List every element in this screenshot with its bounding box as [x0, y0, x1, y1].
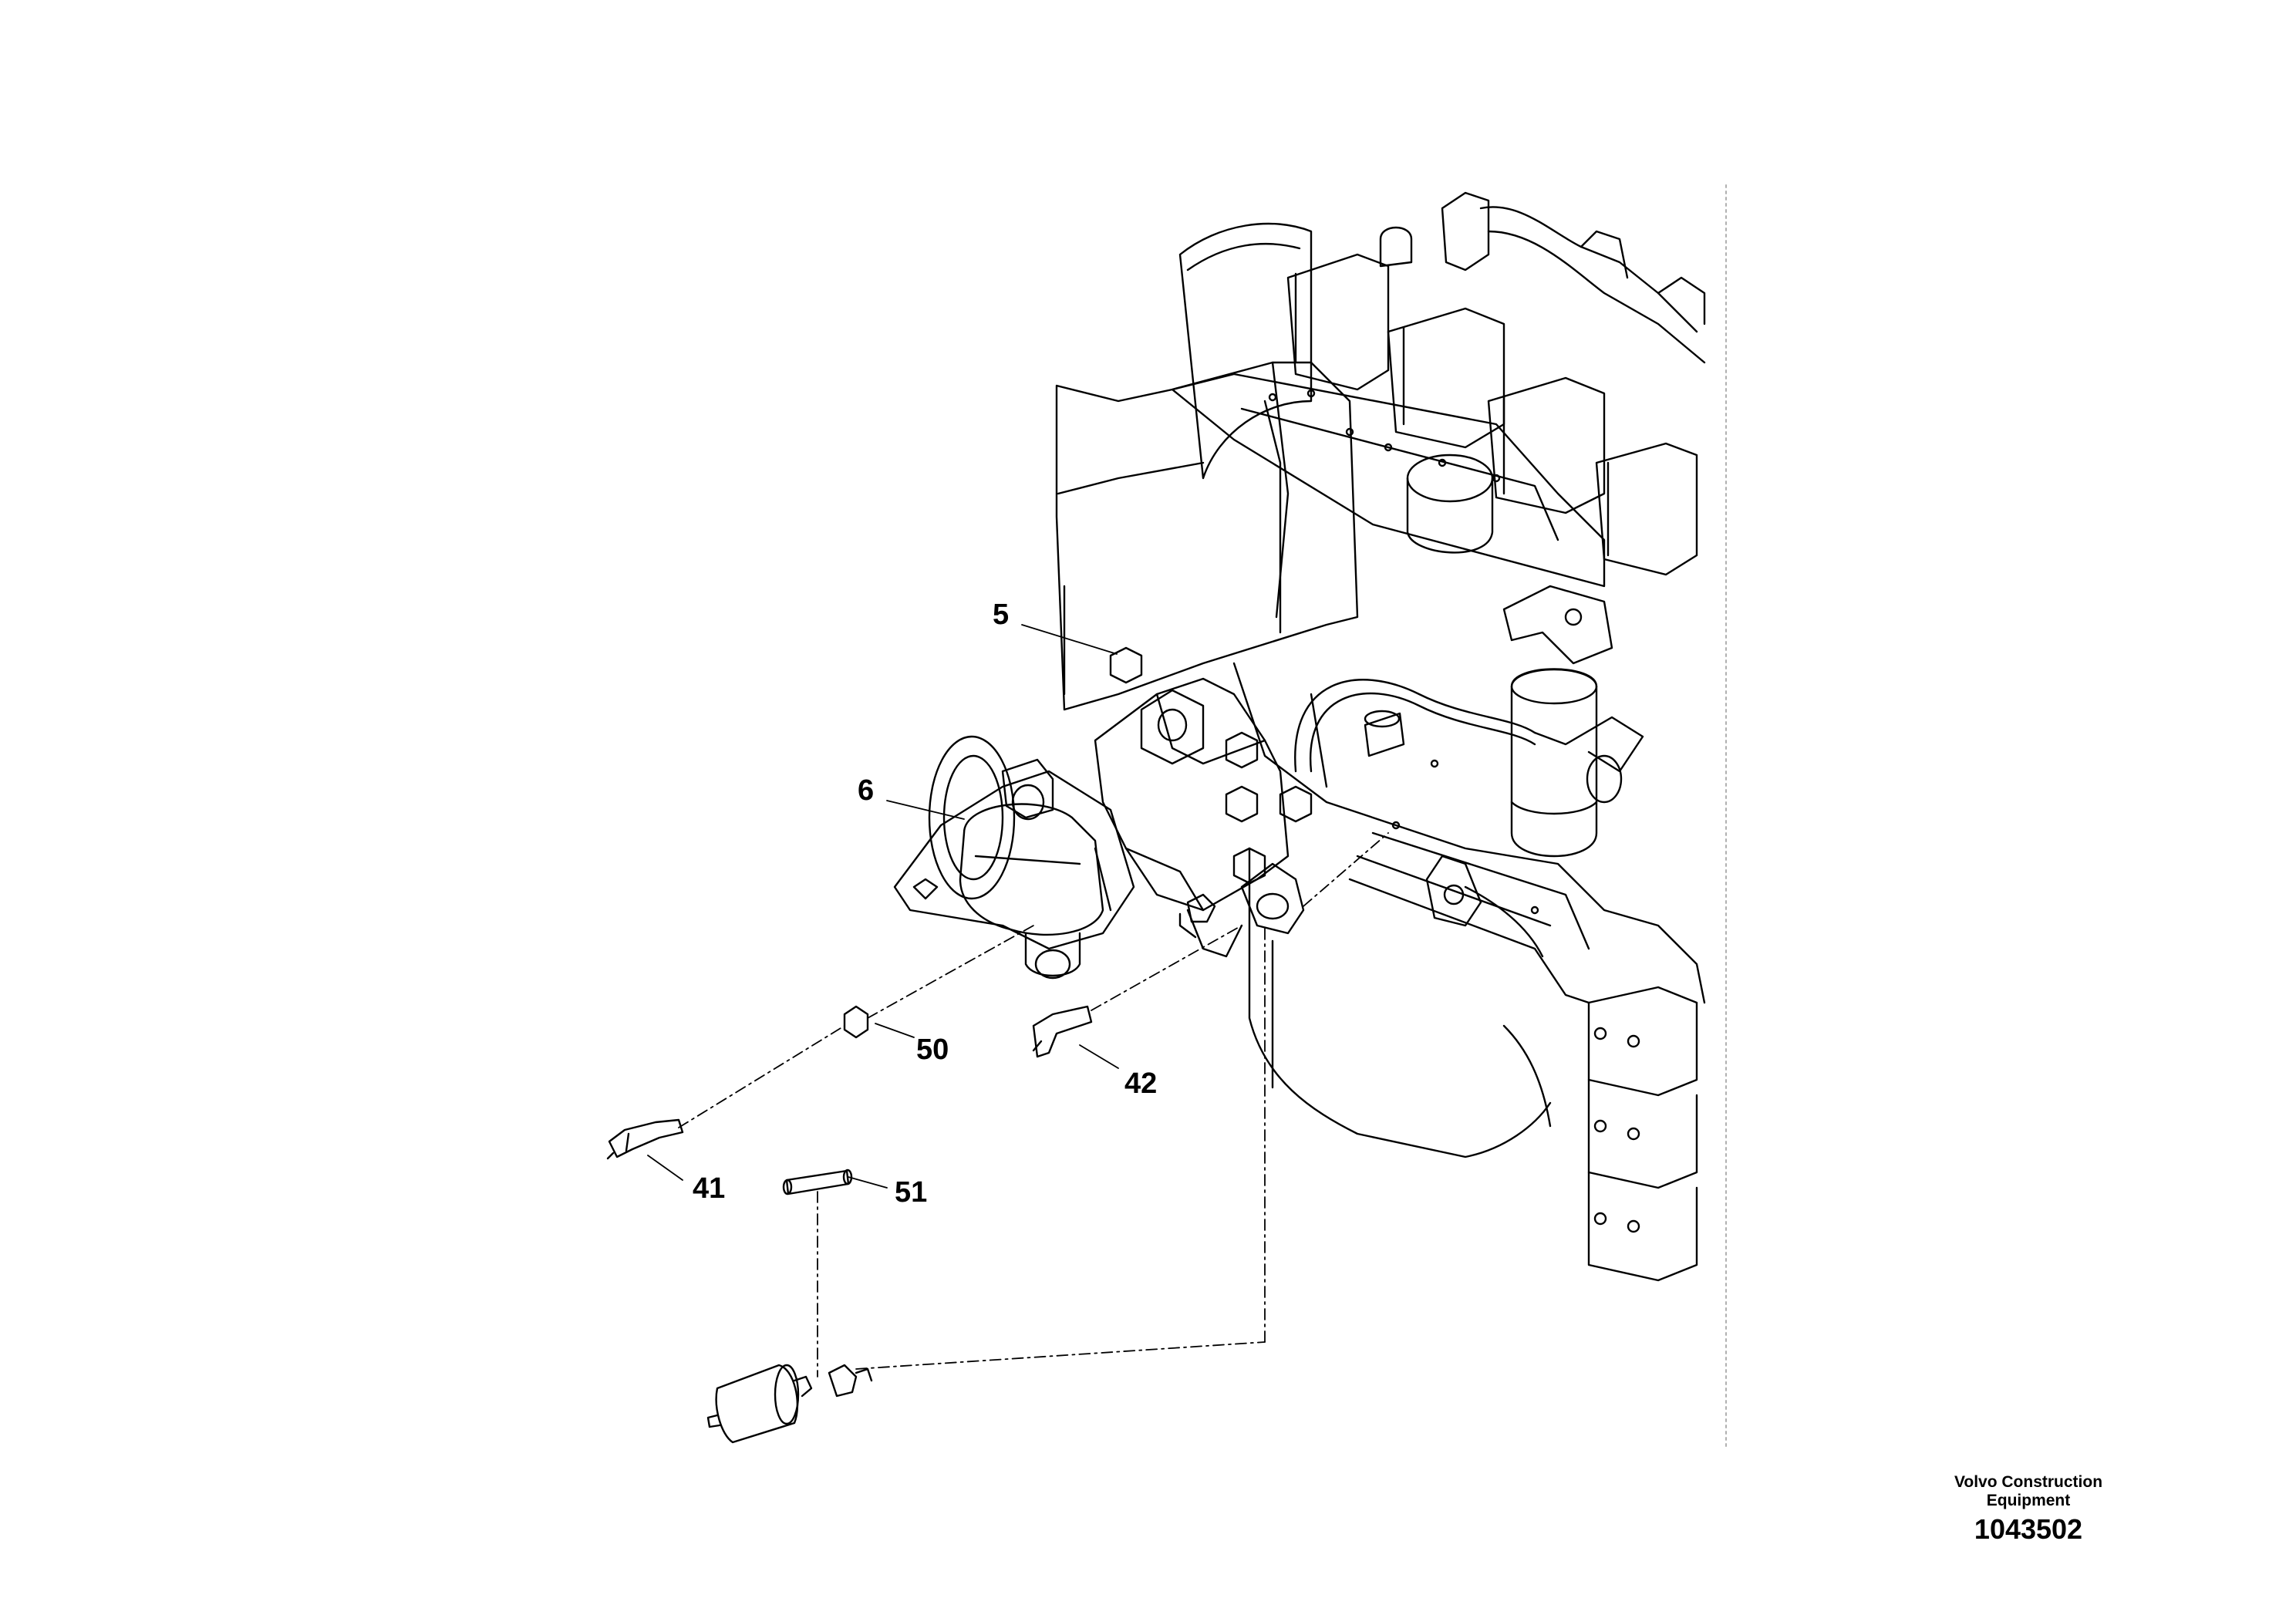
- drawing-number: 1043502: [1974, 1513, 2083, 1545]
- brand-line-2: Equipment: [1986, 1492, 2071, 1510]
- alternator-assembly: [893, 646, 1405, 980]
- part-51: [785, 1169, 850, 1195]
- callout-6: 6: [858, 774, 875, 807]
- callout-5: 5: [993, 599, 1010, 631]
- callout-42: 42: [1124, 1067, 1158, 1100]
- brand-line-1: Volvo Construction: [1954, 1473, 2103, 1491]
- leader-lines: [647, 624, 1119, 1189]
- engine-block: [1055, 191, 1706, 1282]
- brand-label: Volvo Construction Equipment: [1905, 1473, 2152, 1510]
- callout-41: 41: [693, 1172, 726, 1205]
- callout-51: 51: [895, 1176, 928, 1209]
- exploded-parts: [606, 1005, 1093, 1444]
- callout-50: 50: [916, 1034, 949, 1066]
- part-41: [608, 1118, 684, 1158]
- part-50: [843, 1005, 869, 1039]
- part-42: [1032, 1005, 1093, 1058]
- assembly-lines: [678, 832, 1389, 1378]
- bottom-sender: [715, 1364, 799, 1444]
